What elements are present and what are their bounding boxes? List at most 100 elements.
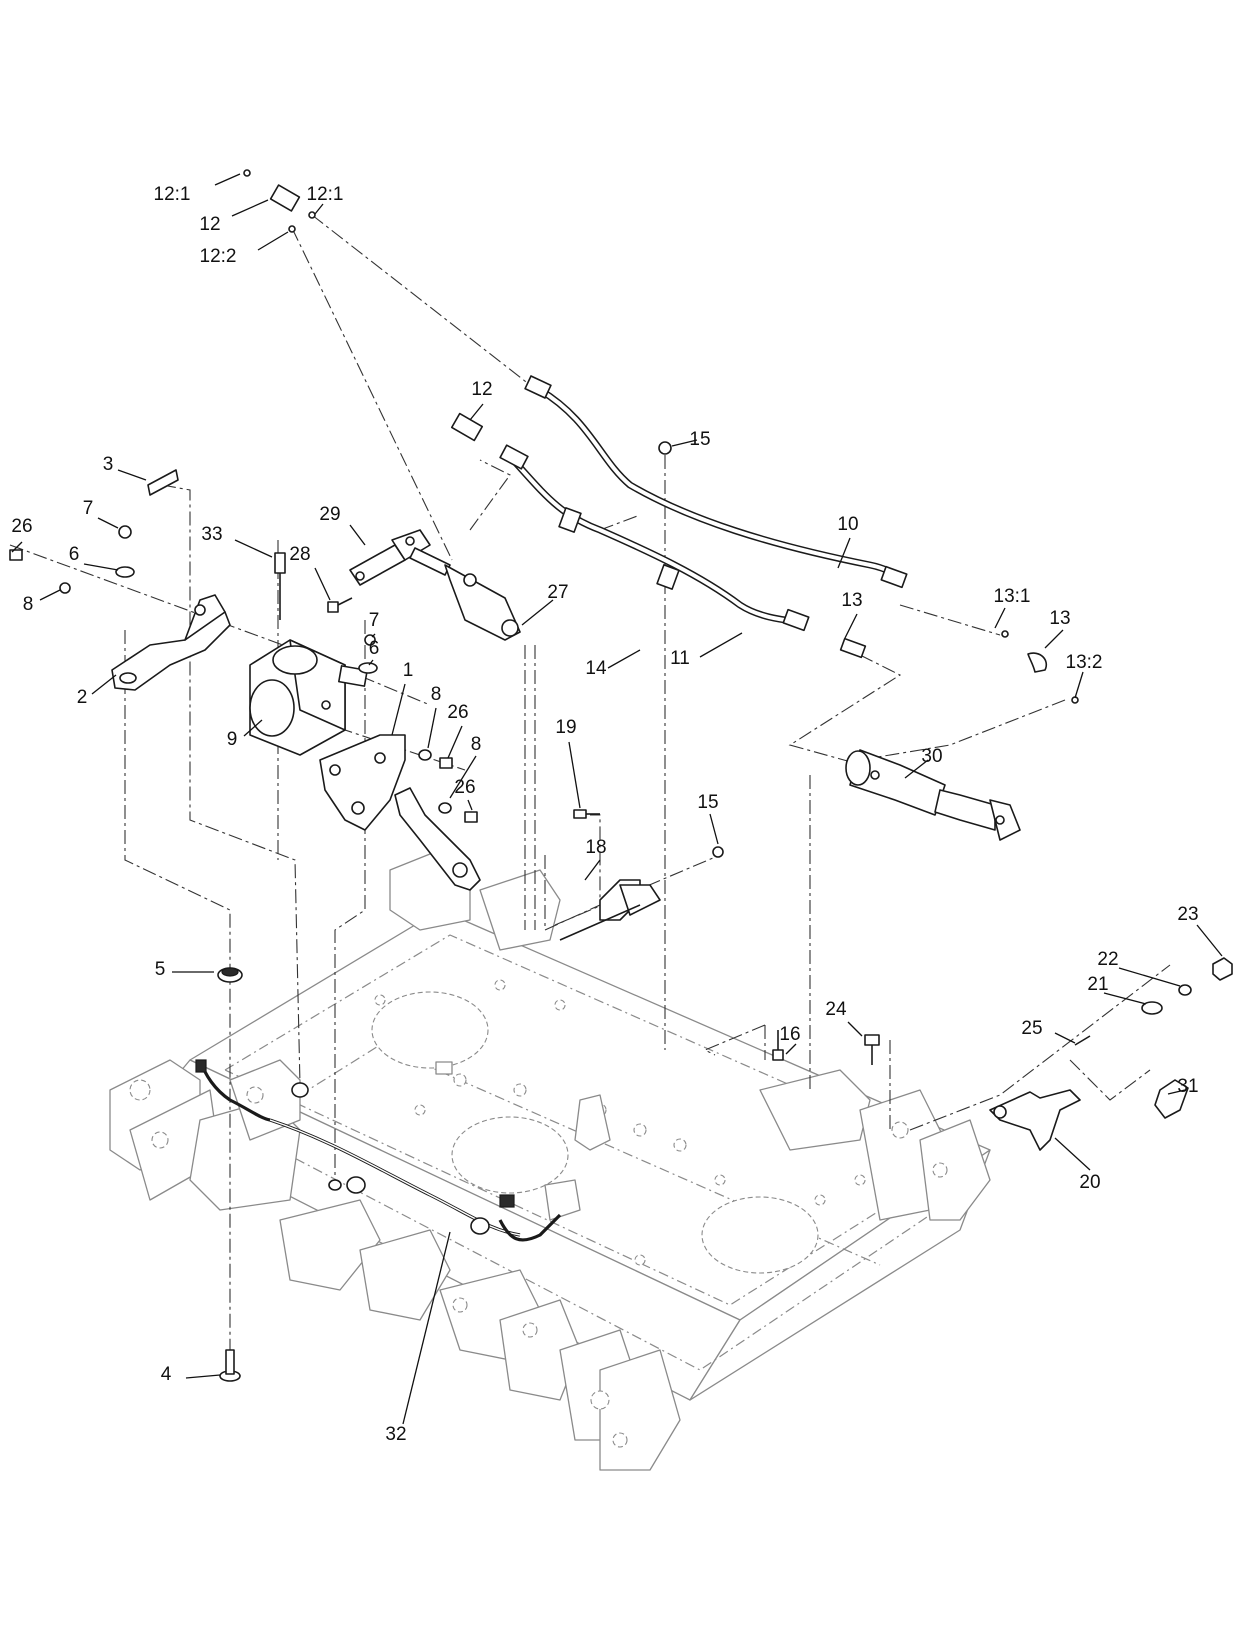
- callout-7: 7: [369, 610, 380, 638]
- callout-label: 22: [1097, 949, 1118, 970]
- callout-label: 10: [837, 514, 858, 535]
- callout-leader: [447, 725, 463, 759]
- callout-label: 27: [547, 582, 568, 603]
- callout-26: 26: [11, 516, 33, 553]
- callout-leader: [699, 632, 743, 658]
- callout-31: 31: [1167, 1076, 1199, 1097]
- part-pins: [559, 809, 880, 1065]
- callout-leader: [785, 1043, 797, 1055]
- callout-leader: [1167, 1089, 1186, 1095]
- part-nuts-15: [658, 441, 724, 858]
- callout-label: 30: [921, 746, 942, 767]
- callout-label: 16: [779, 1024, 800, 1045]
- callout-leader: [994, 607, 1006, 629]
- callout-12-1: 12:1: [307, 184, 343, 215]
- callout-label: 19: [555, 717, 576, 738]
- callout-leader: [402, 1231, 451, 1425]
- callout-label: 32: [385, 1424, 406, 1445]
- callout-16: 16: [779, 1024, 801, 1055]
- callout-leader: [1118, 967, 1181, 987]
- part-bracket-2: [111, 594, 231, 691]
- callout-label: 6: [69, 544, 80, 565]
- callout-27: 27: [521, 582, 569, 626]
- callout-leader: [427, 707, 437, 749]
- callout-label: 15: [689, 429, 710, 450]
- part-gearbox-9: [249, 639, 368, 756]
- callout-15: 15: [697, 792, 719, 845]
- callout-11: 11: [670, 632, 743, 669]
- callout-leader: [39, 589, 61, 601]
- callout-label: 12: [199, 214, 220, 235]
- callout-leader: [467, 799, 473, 811]
- callout-4: 4: [161, 1364, 221, 1385]
- callout-leader: [671, 439, 698, 447]
- callout-label: 7: [369, 610, 380, 631]
- callout-label: 12:1: [154, 184, 191, 205]
- callout-label: 28: [289, 544, 310, 565]
- callout-25: 25: [1021, 1018, 1076, 1044]
- callout-leader: [568, 741, 581, 809]
- callout-label: 33: [201, 524, 222, 545]
- callout-18: 18: [584, 837, 607, 881]
- callout-3: 3: [103, 454, 147, 481]
- callout-leader: [837, 537, 851, 569]
- part-bracket-1: [319, 734, 406, 831]
- callout-label: 11: [670, 648, 690, 669]
- callout-8: 8: [23, 589, 61, 615]
- callout-20: 20: [1054, 1137, 1101, 1193]
- callout-8: 8: [449, 734, 481, 799]
- callout-15: 15: [671, 429, 711, 450]
- callout-leader: [469, 403, 484, 421]
- callout-leader: [391, 683, 406, 736]
- callout-leader: [214, 173, 241, 186]
- callout-6: 6: [69, 544, 119, 571]
- part-bracket-29: [349, 529, 431, 586]
- callout-label: 12:2: [200, 246, 237, 267]
- callout-label: 8: [23, 594, 34, 615]
- assembly-lines: [9, 214, 1171, 1355]
- callout-10: 10: [837, 514, 859, 569]
- callout-label: 4: [161, 1364, 172, 1385]
- callout-21: 21: [1087, 974, 1147, 1005]
- callout-26: 26: [447, 702, 469, 759]
- callout-7: 7: [83, 498, 119, 529]
- callout-leader: [847, 1021, 863, 1037]
- callout-leader: [234, 539, 273, 558]
- callout-12: 12: [199, 199, 269, 235]
- callout-leader: [83, 563, 119, 571]
- callout-label: 9: [227, 729, 238, 750]
- callout-30: 30: [904, 746, 943, 779]
- callout-32: 32: [385, 1231, 451, 1445]
- callout-26: 26: [454, 777, 476, 811]
- callout-leader: [257, 231, 289, 251]
- callout-13-2: 13:2: [1066, 652, 1102, 699]
- callout-29: 29: [319, 504, 366, 546]
- callout-leader: [117, 469, 147, 481]
- callout-33: 33: [201, 524, 273, 558]
- callout-13: 13: [841, 590, 863, 639]
- callout-leader: [231, 199, 269, 217]
- callout-leader: [1196, 924, 1223, 957]
- callout-label: 24: [825, 999, 847, 1020]
- callout-label: 2: [77, 687, 88, 708]
- callout-24: 24: [825, 999, 863, 1037]
- part-fittings-13: [839, 630, 1079, 704]
- callout-label: 5: [155, 959, 166, 980]
- callout-label: 1: [403, 660, 414, 681]
- callout-12-2: 12:2: [200, 231, 289, 267]
- callout-23: 23: [1177, 904, 1223, 957]
- callout-leader: [11, 541, 23, 553]
- callout-label: 21: [1087, 974, 1108, 995]
- callout-label: 13: [841, 590, 862, 611]
- callout-leader: [368, 659, 374, 666]
- part-harness-32: [195, 1059, 562, 1242]
- part-cylinder-27: [409, 547, 521, 641]
- callout-label: 6: [369, 638, 380, 659]
- callout-leader: [904, 759, 929, 779]
- callout-leader: [1054, 1032, 1076, 1044]
- part-fittings-12: [243, 169, 484, 442]
- callout-label: 31: [1177, 1076, 1198, 1097]
- callout-leader: [844, 613, 858, 639]
- callout-leader: [449, 755, 477, 799]
- callout-12: 12: [469, 379, 493, 421]
